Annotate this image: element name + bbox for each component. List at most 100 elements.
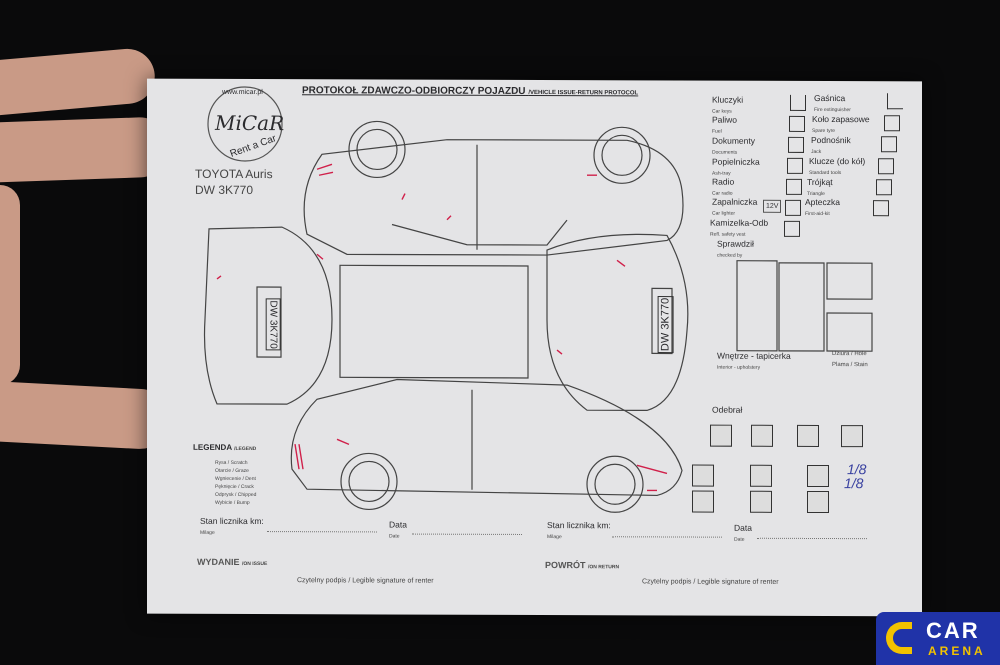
checkbox[interactable] bbox=[873, 200, 889, 217]
item-label: Apteczka bbox=[805, 196, 840, 208]
front-plate: DW 3K770 bbox=[265, 298, 281, 351]
legend-item: Wgniecenie bbox=[215, 475, 242, 482]
checkbox[interactable] bbox=[786, 178, 802, 195]
item-label: Dokumenty bbox=[712, 135, 755, 146]
logo-name: MiCaR bbox=[215, 110, 285, 136]
item-label-en: Car lighter bbox=[712, 210, 736, 217]
logo-url: www.micar.pl bbox=[222, 88, 263, 97]
item-label: Kluczyki bbox=[712, 94, 744, 105]
finger bbox=[0, 116, 171, 184]
title-pl: PROTOKOŁ ZDAWCZO-ODBIORCZY POJAZDU bbox=[302, 85, 526, 97]
fuel-gauge-icon bbox=[841, 425, 863, 448]
checkbox[interactable] bbox=[784, 220, 800, 237]
protocol-sheet: www.micar.pl MiCaR Rent a Car TOYOTA Aur… bbox=[147, 78, 922, 617]
battery-icon bbox=[750, 464, 772, 487]
checkbox[interactable] bbox=[790, 94, 806, 111]
brand-text-2: ARENA bbox=[928, 644, 986, 658]
checkbox[interactable] bbox=[785, 199, 801, 216]
item-label: Trójkąt bbox=[807, 176, 833, 188]
item-label-en: Jack bbox=[811, 148, 822, 156]
item-label: Gaśnica bbox=[814, 92, 846, 104]
item-label: Radio bbox=[712, 176, 735, 187]
item-label-en: Refl. safety vest bbox=[710, 231, 746, 238]
return-signature-label: Czytelny podpis / Legible signature of r… bbox=[642, 578, 779, 586]
rear-plate: DW 3K770 bbox=[657, 295, 674, 354]
legend-item: Pęknięcie bbox=[215, 483, 237, 490]
car-arena-logo-icon bbox=[886, 622, 912, 654]
issue-signature-label: Czytelny podpis / Legible signature of r… bbox=[297, 577, 434, 585]
mileage-label-en: Milage bbox=[200, 529, 215, 536]
lighter-12v: 12V bbox=[763, 199, 782, 213]
finger bbox=[0, 185, 20, 385]
legend-title: LEGENDA bbox=[193, 442, 232, 452]
item-label-en: Fire extinguisher bbox=[814, 106, 851, 114]
item-label-en: Fuel bbox=[712, 128, 722, 135]
legend-item-en: / Crack bbox=[238, 483, 254, 491]
vehicle-model: TOYOTA Auris bbox=[195, 166, 273, 182]
mileage-label: Stan licznika km: bbox=[200, 515, 264, 527]
item-label-en: Documents bbox=[712, 149, 738, 156]
headlight-icon bbox=[692, 464, 714, 487]
finger bbox=[0, 46, 158, 119]
return-label: POWRÓT bbox=[545, 560, 586, 571]
wash-icon bbox=[710, 424, 732, 447]
date-label: Data bbox=[389, 519, 407, 530]
checkbox[interactable] bbox=[788, 136, 804, 153]
hole-label: Dziura / Hole bbox=[832, 351, 867, 358]
legend-item: Wybicie bbox=[215, 499, 233, 506]
checkbox[interactable] bbox=[884, 115, 900, 132]
date-label-en: Date bbox=[389, 533, 400, 540]
date-label-en: Date bbox=[734, 536, 745, 543]
legend-item-en: / Chipped bbox=[235, 491, 257, 499]
checkbox[interactable] bbox=[787, 157, 803, 174]
interior-label: Wnętrze - tapicerka bbox=[717, 350, 791, 361]
seat-rear-icon bbox=[807, 490, 829, 514]
item-label: Paliwo bbox=[712, 114, 738, 125]
legend-item-en: / Scratch bbox=[227, 459, 248, 466]
seat-front-icon bbox=[692, 490, 714, 513]
mileage-label-en: Milage bbox=[547, 534, 562, 541]
thumb bbox=[0, 379, 172, 451]
checked-by-label: Sprawdził bbox=[717, 238, 754, 249]
received-label: Odebrał bbox=[712, 404, 743, 415]
item-label: Koło zapasowe bbox=[812, 113, 870, 125]
checkbox[interactable] bbox=[887, 93, 903, 110]
stain-label: Plama / Stain bbox=[832, 362, 868, 369]
item-label-en: Standard tools bbox=[809, 169, 842, 177]
car-arena-watermark: CAR ARENA bbox=[876, 612, 1000, 665]
seat-middle-icon bbox=[750, 490, 772, 513]
issue-label: WYDANIE bbox=[197, 556, 240, 567]
item-label: Popielniczka bbox=[712, 156, 760, 167]
mileage-label: Stan licznika km: bbox=[547, 520, 611, 531]
legend-title-en: /LEGEND bbox=[234, 445, 257, 453]
issue-label-en: /ON ISSUE bbox=[242, 560, 268, 568]
water-level-icon bbox=[797, 424, 819, 447]
date-label: Data bbox=[734, 522, 752, 533]
title-en: /VEHICLE ISSUE-RETURN PROTOCOL bbox=[528, 89, 639, 97]
interior-clean-icon bbox=[751, 424, 773, 447]
item-label: Podnośnik bbox=[811, 134, 851, 146]
checkbox[interactable] bbox=[789, 115, 805, 132]
checked-by-label-en: checked by bbox=[717, 252, 743, 259]
page-title: PROTOKOŁ ZDAWCZO-ODBIORCZY POJAZDU /VEHI… bbox=[302, 85, 638, 97]
legend-item: Odprysk bbox=[215, 491, 234, 498]
legend-item: Otarcie bbox=[215, 467, 232, 474]
legend-item: Rysa bbox=[215, 459, 227, 466]
wiper-icon bbox=[807, 464, 829, 488]
legend-item-en: / Bump bbox=[233, 499, 250, 507]
item-label: Kamizelka-Odb bbox=[710, 217, 769, 228]
checkbox[interactable] bbox=[878, 158, 894, 175]
interior-label-en: Interior - upholstery bbox=[717, 364, 761, 371]
item-label: Zapalniczka bbox=[712, 196, 758, 207]
checkbox[interactable] bbox=[876, 179, 892, 196]
item-label: Klucze (do kół) bbox=[809, 155, 866, 167]
item-label-en: First-aid-kit bbox=[805, 210, 830, 218]
handwritten-rear: 1/8 bbox=[844, 475, 864, 492]
checkbox[interactable] bbox=[881, 136, 897, 153]
brand-text: CAR bbox=[926, 618, 980, 643]
return-label-en: /ON RETURN bbox=[588, 564, 620, 571]
legend-item-en: / Graze bbox=[232, 467, 249, 475]
item-label-en: Spare tyre bbox=[812, 127, 836, 135]
legend-item-en: / Dent bbox=[242, 475, 256, 483]
vehicle-plate: DW 3K770 bbox=[195, 182, 254, 198]
